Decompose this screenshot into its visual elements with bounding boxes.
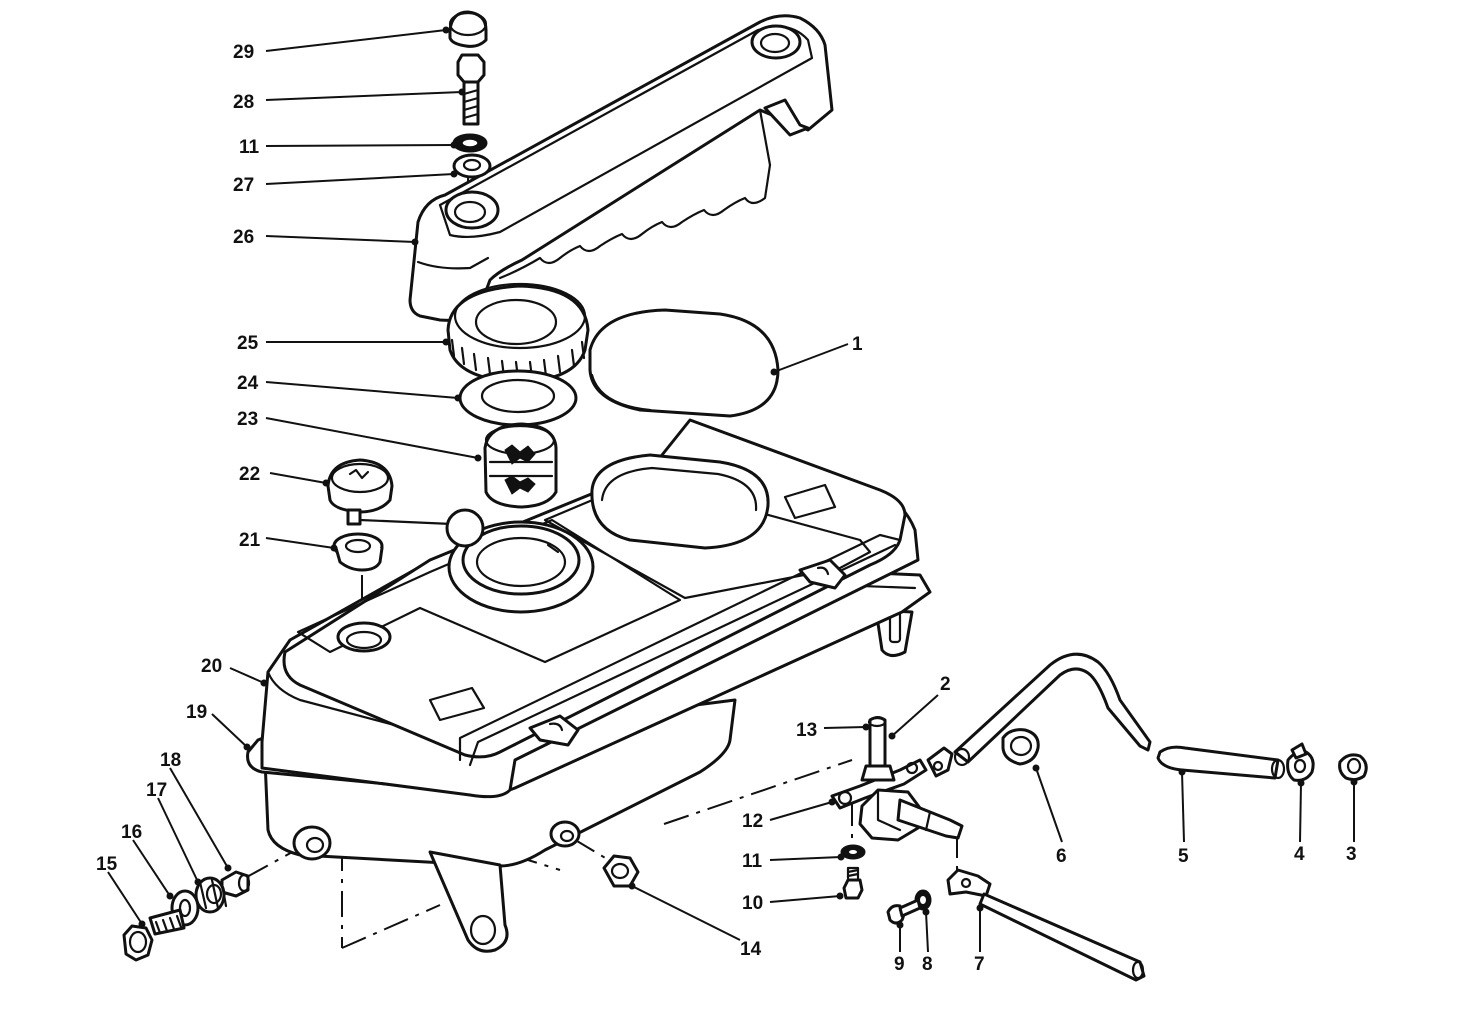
callout-28: 28 — [233, 92, 254, 113]
callout-17: 17 — [146, 780, 167, 801]
callout-15: 15 — [96, 854, 118, 875]
callout-8: 8 — [922, 954, 933, 975]
callout-16: 16 — [121, 822, 142, 843]
oval-cover — [588, 308, 780, 418]
drain-bolt-assembly — [122, 870, 251, 962]
callout-19: 19 — [186, 702, 207, 723]
fuel-gauge-assembly — [326, 458, 485, 572]
drain-nut — [602, 854, 640, 888]
filler-cap-assembly — [446, 282, 590, 509]
leader-lines — [107, 26, 1358, 953]
callout-9: 9 — [894, 954, 905, 975]
callout-25: 25 — [237, 333, 259, 354]
callout-23: 23 — [237, 409, 258, 430]
callout-20: 20 — [201, 656, 222, 677]
callout-14: 14 — [740, 939, 762, 960]
callout-6: 6 — [1056, 846, 1067, 867]
callout-13: 13 — [796, 720, 817, 741]
callout-10: 10 — [742, 893, 763, 914]
callout-18: 18 — [160, 750, 181, 771]
callout-4: 4 — [1294, 844, 1305, 865]
fuel-valve-assembly — [830, 716, 964, 900]
callout-21: 21 — [239, 530, 261, 551]
fuel-line-assembly — [926, 652, 1368, 782]
callout-11-upper: 11 — [239, 137, 260, 158]
shutoff-bracket-assembly — [886, 868, 1146, 982]
callout-26: 26 — [233, 227, 254, 248]
callout-1: 1 — [852, 334, 863, 355]
handle-fasteners — [448, 10, 492, 179]
callout-12: 12 — [742, 811, 763, 832]
fuel-tank — [246, 418, 932, 953]
callout-29: 29 — [233, 42, 254, 63]
callout-2: 2 — [940, 674, 951, 695]
callout-5: 5 — [1178, 846, 1189, 867]
callout-3: 3 — [1346, 844, 1357, 865]
callout-7: 7 — [974, 954, 985, 975]
callout-27: 27 — [233, 175, 254, 196]
callout-labels: 29 28 11 27 26 25 24 23 22 21 1 20 19 18… — [96, 42, 1357, 975]
callout-24: 24 — [237, 373, 259, 394]
callout-11-lower: 11 — [742, 851, 763, 872]
tank-handle — [408, 14, 834, 322]
assembly-centerlines — [244, 178, 958, 949]
callout-22: 22 — [239, 464, 260, 485]
